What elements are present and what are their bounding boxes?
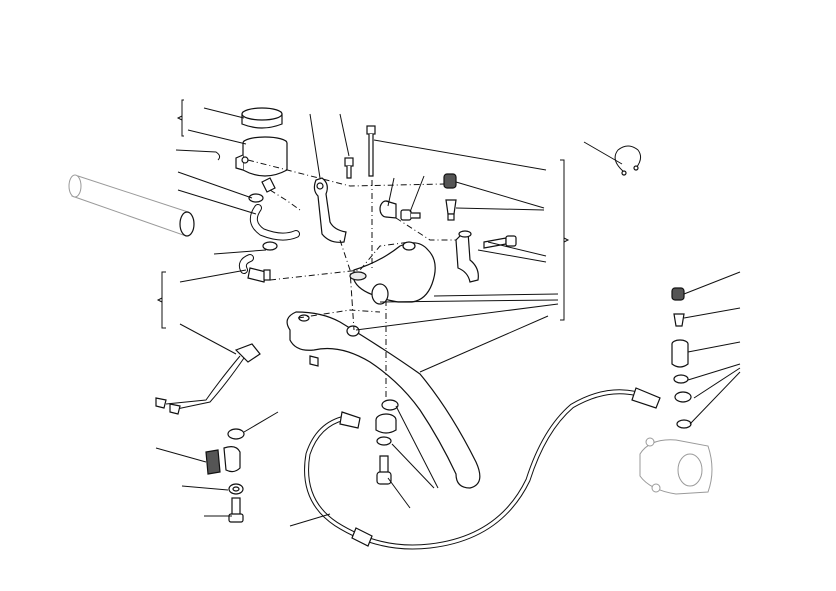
bleed-cap <box>443 173 457 189</box>
reservoir-hose <box>248 193 300 251</box>
o-ring <box>227 428 245 440</box>
pivot-bushing <box>379 200 397 219</box>
lever-washer-1 <box>381 399 399 411</box>
slave-bleed-cap <box>671 287 685 301</box>
clutch-lever <box>286 311 481 489</box>
mounting-bracket <box>313 177 347 243</box>
rubber-grommet <box>205 446 241 475</box>
lever-washer-2 <box>376 436 392 446</box>
clutch-switch <box>155 343 261 415</box>
reservoir-cap <box>241 107 283 129</box>
leader-lines <box>155 107 741 527</box>
lever-nut <box>346 325 360 337</box>
bleed-nipple <box>445 199 457 221</box>
screw-small-1 <box>344 157 354 179</box>
long-bolt <box>366 125 376 177</box>
left-lower-bracket <box>156 271 166 329</box>
banjo-bolt <box>483 235 517 249</box>
slave-cylinder-body <box>639 437 713 495</box>
hose-fitting <box>238 254 271 283</box>
fluid-reservoir <box>235 136 288 193</box>
retaining-clip <box>614 145 642 176</box>
banjo-fitting <box>455 230 479 283</box>
master-cylinder-body <box>349 241 436 305</box>
washer <box>228 483 244 495</box>
slave-washer-2 <box>676 419 692 429</box>
mounting-bolt <box>228 497 244 523</box>
right-main-bracket <box>560 159 570 321</box>
assembly-lines <box>247 159 456 400</box>
pivot-bolt <box>400 209 421 221</box>
slave-piston <box>671 339 689 368</box>
lever-bolt <box>376 455 392 485</box>
slave-bleed-nipple <box>673 313 685 327</box>
left-upper-bracket <box>176 99 184 137</box>
slave-washer-1 <box>673 374 689 384</box>
hydraulic-hose <box>304 387 692 550</box>
handlebar-tube <box>68 174 195 237</box>
lever-bushing <box>375 413 397 434</box>
